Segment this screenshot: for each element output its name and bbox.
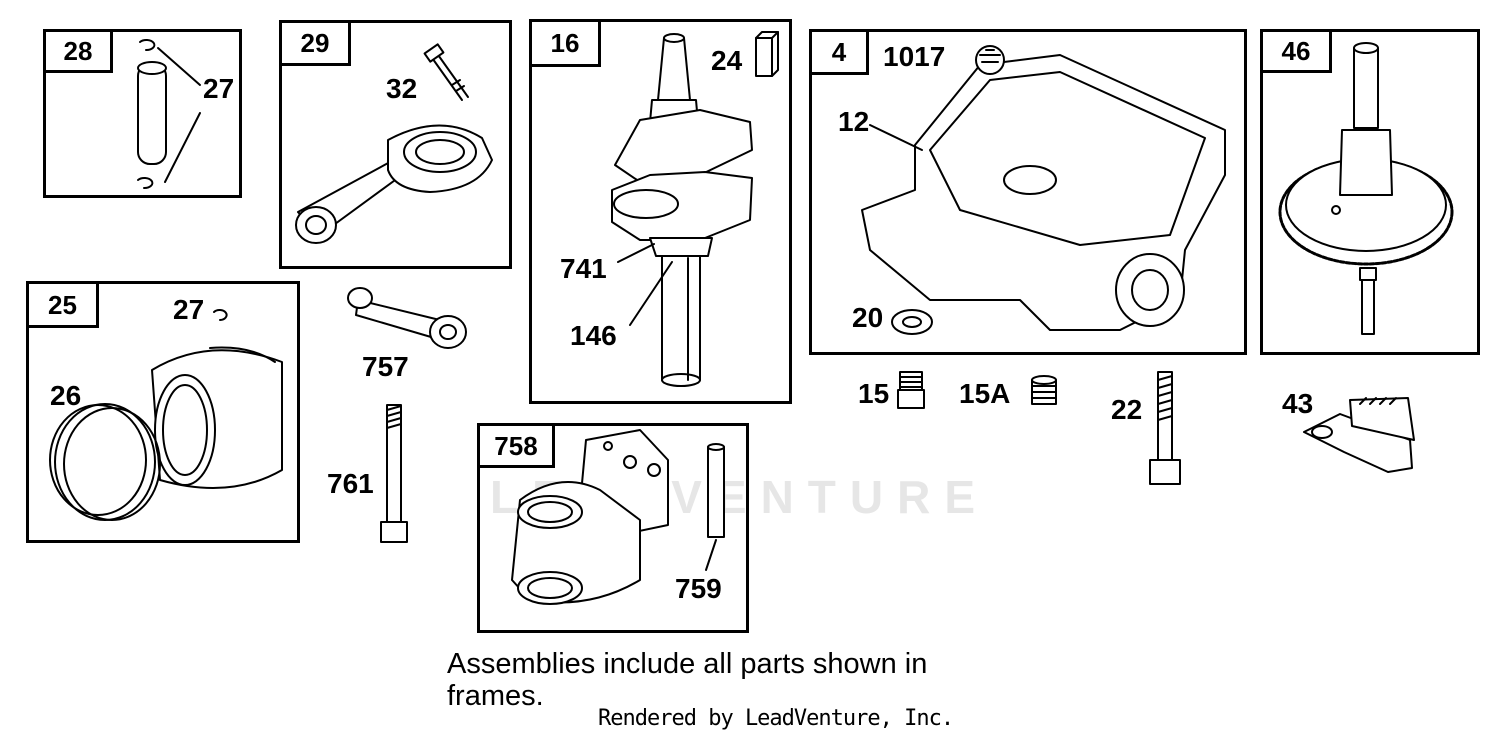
callout-759: 759 [675, 573, 722, 604]
assembly-note-line-2: frames. [447, 680, 544, 712]
callout-20: 20 [852, 302, 884, 333]
frame-label-29: 29 [279, 20, 351, 66]
drain-plug [897, 371, 925, 409]
frame-label-46: 46 [1260, 29, 1332, 73]
frame-25 [26, 281, 300, 543]
callout-146: 146 [570, 320, 617, 351]
piston-rings [49, 403, 161, 521]
frame-label-28: 28 [43, 29, 113, 73]
crankshaft [611, 31, 779, 387]
frame-label-16: 16 [529, 19, 601, 67]
long-bolt [380, 404, 408, 543]
callout-741: 741 [560, 253, 607, 284]
frame-label-4: 4 [809, 29, 869, 75]
callout-22: 22 [1111, 394, 1143, 425]
piston-pin [137, 39, 201, 190]
frame-758 [477, 423, 749, 633]
callout-43: 43 [1282, 388, 1314, 419]
loose-connecting-rod [347, 287, 467, 349]
frame-label-758: 758 [477, 423, 555, 468]
render-credit: Rendered by LeadVenture, Inc. [598, 706, 954, 731]
callout-24: 24 [711, 45, 743, 76]
piston [151, 309, 283, 489]
callout-15a: 15A [959, 378, 1011, 409]
callout-27-pin-clips: 27 [203, 73, 235, 104]
callout-26: 26 [50, 380, 82, 411]
dowel-pin [705, 443, 725, 571]
connecting-rod [295, 43, 493, 244]
callout-15: 15 [858, 378, 890, 409]
frame-label-25: 25 [26, 281, 99, 328]
frame-28 [43, 29, 242, 198]
callout-757: 757 [362, 351, 409, 382]
crankcase-sump [861, 45, 1226, 335]
frame-16 [529, 19, 792, 404]
callout-1017: 1017 [883, 41, 946, 72]
camshaft [1278, 42, 1454, 335]
sump-bolt [1149, 371, 1181, 485]
assembly-note-line-1: Assemblies include all parts shown in [447, 648, 928, 680]
connecting-rod-assembly [511, 429, 669, 605]
frame-46 [1260, 29, 1480, 355]
frame-4 [809, 29, 1247, 355]
assembly-note: Assemblies include all parts shown in fr… [447, 648, 927, 712]
callout-32: 32 [386, 73, 418, 104]
callout-761: 761 [327, 468, 374, 499]
governor-assembly [1303, 397, 1415, 473]
oil-plug [1031, 375, 1057, 405]
callout-27-piston-clip: 27 [173, 294, 205, 325]
callout-12: 12 [838, 106, 870, 137]
frame-29 [279, 20, 512, 269]
